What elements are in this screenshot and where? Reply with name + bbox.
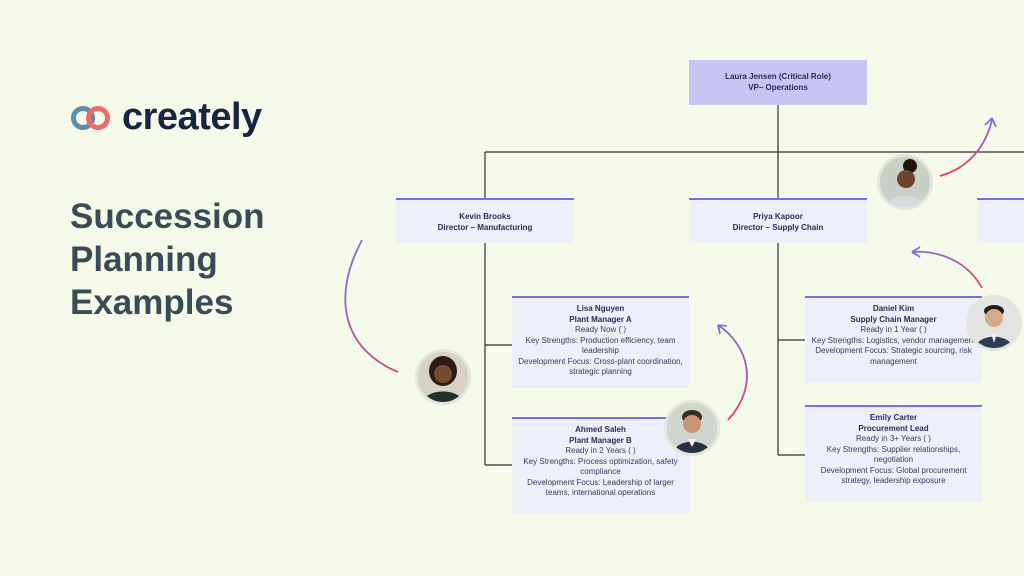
card-role: Director – Supply Chain bbox=[732, 222, 824, 232]
title-line-1: Succession bbox=[70, 197, 265, 236]
card-focus: Development Focus: Leadership of larger … bbox=[527, 477, 674, 498]
card-strengths: Key Strengths: Process optimization, saf… bbox=[523, 456, 678, 477]
card-role: Plant Manager B bbox=[569, 435, 632, 445]
org-card-emily-carter[interactable]: Emily Carter Procurement Lead Ready in 3… bbox=[805, 405, 982, 502]
org-card-daniel-kim[interactable]: Daniel Kim Supply Chain Manager Ready in… bbox=[805, 296, 982, 383]
org-card-lisa-nguyen[interactable]: Lisa Nguyen Plant Manager A Ready Now ( … bbox=[512, 296, 689, 388]
avatar-man-ahmed bbox=[664, 400, 720, 456]
card-name: Laura Jensen (Critical Role) bbox=[725, 72, 831, 81]
avatar-woman-left bbox=[415, 349, 471, 405]
card-name: Daniel Kim bbox=[872, 304, 915, 313]
card-strengths: Key Strengths: Supplier relationships, n… bbox=[826, 444, 961, 465]
card-role: Plant Manager A bbox=[569, 314, 632, 324]
card-role: Director – Manufacturing bbox=[437, 222, 533, 232]
card-readiness: Ready in 1 Year ( ) bbox=[860, 325, 927, 334]
card-name: Emily Carter bbox=[869, 413, 918, 422]
title-line-2: Planning bbox=[70, 240, 218, 279]
creately-logo-icon bbox=[71, 105, 110, 130]
person-icon bbox=[667, 403, 717, 453]
creately-logo: creately bbox=[70, 96, 262, 139]
org-card-ahmed-saleh[interactable]: Ahmed Saleh Plant Manager B Ready in 2 Y… bbox=[512, 417, 689, 514]
org-card-offscreen[interactable] bbox=[977, 198, 1024, 243]
card-strengths: Key Strengths: Production efficiency, te… bbox=[525, 335, 676, 356]
person-icon bbox=[969, 298, 1019, 348]
creately-wordmark: creately bbox=[122, 96, 262, 138]
card-role: Supply Chain Manager bbox=[850, 314, 937, 324]
card-focus: Development Focus: Strategic sourcing, r… bbox=[815, 346, 972, 366]
card-name: Lisa Nguyen bbox=[576, 304, 625, 313]
card-role: Procurement Lead bbox=[858, 423, 929, 433]
card-focus: Development Focus: Global procurement st… bbox=[820, 465, 967, 486]
card-strengths: Key Strengths: Logistics, vendor managem… bbox=[811, 335, 976, 345]
org-card-kevin-brooks[interactable]: Kevin Brooks Director – Manufacturing bbox=[396, 198, 574, 243]
card-role: VP– Operations bbox=[748, 82, 808, 92]
avatar-woman-top bbox=[877, 154, 933, 210]
card-name: Kevin Brooks bbox=[459, 212, 511, 221]
card-readiness: Ready in 3+ Years ( ) bbox=[856, 434, 931, 443]
card-focus: Development Focus: Cross-plant coordinat… bbox=[518, 356, 683, 377]
person-icon bbox=[880, 157, 930, 207]
org-card-priya-kapoor[interactable]: Priya Kapoor Director – Supply Chain bbox=[689, 198, 867, 243]
avatar-man-daniel bbox=[966, 295, 1022, 351]
card-name: Priya Kapoor bbox=[753, 212, 803, 221]
org-card-laura-jensen[interactable]: Laura Jensen (Critical Role) VP– Operati… bbox=[689, 60, 867, 105]
person-icon bbox=[418, 352, 468, 402]
card-name: Ahmed Saleh bbox=[575, 425, 626, 434]
page-title: Succession Planning Examples bbox=[70, 195, 265, 324]
title-line-3: Examples bbox=[70, 283, 234, 322]
card-readiness: Ready Now ( ) bbox=[574, 325, 627, 334]
card-readiness: Ready in 2 Years ( ) bbox=[565, 446, 636, 455]
